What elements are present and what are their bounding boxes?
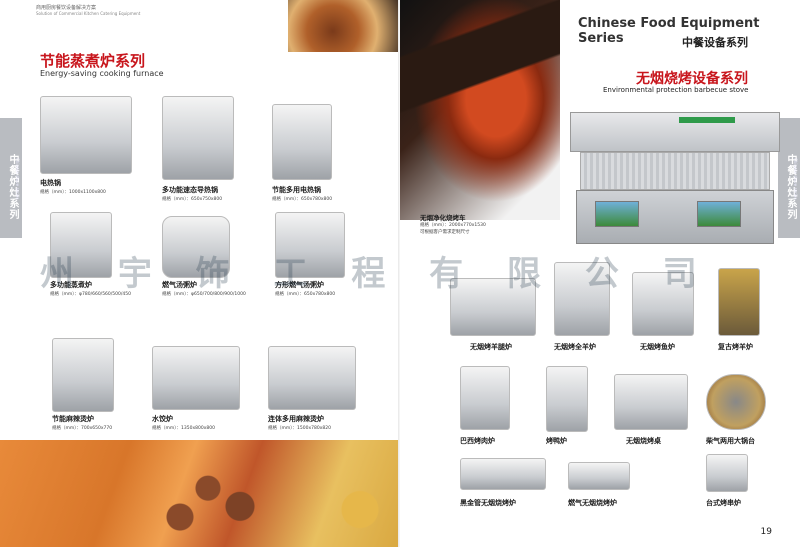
product-image [632, 272, 694, 336]
product-image [272, 104, 332, 180]
product-spec: 规格（mm）：φ780/660/560/500/450 [50, 292, 131, 297]
product-image [450, 278, 536, 336]
barbecue-cart-image [570, 112, 780, 248]
product-name: 连体多用麻辣烫炉 [268, 415, 324, 423]
stove-base [576, 190, 774, 244]
product-spec: 规格（mm）：650x750x800 [162, 197, 223, 202]
product-spec: 规格（mm）：1000x1100x800 [40, 190, 106, 195]
stove-hood [570, 112, 780, 152]
product-spec: 规格（mm）：1500x780x820 [268, 426, 331, 431]
product-image [554, 262, 610, 336]
product-name: 燃气汤粥炉 [162, 281, 197, 289]
product-image [718, 268, 760, 336]
product-image [152, 346, 240, 410]
main-product-note: 可根据客户需求定制尺寸 [420, 230, 470, 235]
product-name: 台式烤串炉 [706, 499, 741, 507]
side-tab-label: 中餐炉灶系列 [7, 154, 18, 220]
side-tab-sublabel: Chinese stove series [15, 158, 20, 200]
product-image [162, 96, 234, 180]
product-name: 无烟烧烤桌 [626, 437, 661, 445]
stove-door-panel [595, 201, 639, 227]
product-spec: 规格（mm）：650x780x800 [275, 292, 336, 297]
series-title-cn: 中餐设备系列 [682, 36, 748, 49]
product-name: 黑金管无烟烧烤炉 [460, 499, 516, 507]
series-title-en: Chinese Food Equipment Series [578, 16, 760, 46]
side-tab-left: 中餐炉灶系列 Chinese stove series [0, 118, 22, 238]
section-title-en: Energy-saving cooking furnace [40, 69, 164, 78]
product-name: 柴气两用大锅台 [706, 437, 755, 445]
skewer-photo [400, 0, 560, 220]
product-image [268, 346, 356, 410]
section-title-en: Environmental protection barbecue stove [603, 86, 749, 94]
product-name: 多功能速态导热锅 [162, 186, 218, 194]
product-image [52, 338, 114, 412]
product-spec: 规格（mm）：650x780x800 [272, 197, 333, 202]
header-cn: 商用厨房餐饮设备解决方案 [36, 5, 97, 11]
main-product-spec: 规格（mm）：2000x770x1530 [420, 223, 486, 228]
product-name: 无烟烤羊腿炉 [470, 343, 512, 351]
product-name: 无烟烤全羊炉 [554, 343, 596, 351]
stove-grill [580, 152, 770, 190]
product-name: 复古烤羊炉 [718, 343, 753, 351]
main-product-name: 无烟净化烧烤车 [420, 214, 466, 222]
product-image [706, 374, 766, 430]
side-tab-right: 中餐炉灶系列 Chinese stove series [778, 118, 800, 238]
product-image [40, 96, 132, 174]
section-title-cn: 节能蒸煮炉系列 [40, 52, 146, 70]
side-tab-label: 中餐炉灶系列 [785, 154, 796, 220]
left-page: 中餐炉灶系列 Chinese stove series 商用厨房餐饮设备解决方案… [0, 0, 400, 547]
product-name: 节能麻辣烫炉 [52, 415, 94, 423]
product-name: 方形燃气汤粥炉 [275, 281, 324, 289]
product-name: 烤鸭炉 [546, 437, 567, 445]
product-spec: 规格（mm）：1350x800x800 [152, 426, 215, 431]
product-name: 无烟烤鱼炉 [640, 343, 675, 351]
product-name: 多功能蒸煮炉 [50, 281, 92, 289]
stove-door-panel [697, 201, 741, 227]
side-tab-sublabel: Chinese stove series [793, 158, 798, 200]
product-image [546, 366, 588, 432]
food-photo [0, 440, 400, 547]
right-page: Chinese Food Equipment Series 中餐设备系列 无烟烧… [400, 0, 800, 547]
product-image [50, 212, 112, 278]
product-image [706, 454, 748, 492]
section-title-cn: 无烟烧烤设备系列 [636, 71, 748, 87]
stove-label-strip [679, 117, 735, 123]
noodle-photo [288, 0, 400, 52]
product-spec: 规格（mm）：700x650x770 [52, 426, 113, 431]
product-name: 电热锅 [40, 179, 61, 187]
product-name: 燃气无烟烧烤炉 [568, 499, 617, 507]
product-name: 水饺炉 [152, 415, 173, 423]
product-image [614, 374, 688, 430]
product-image [460, 458, 546, 490]
product-image [162, 216, 230, 278]
product-image [460, 366, 510, 430]
watermark: 州 宇 饰 工 程 有 限 公 司 [40, 254, 713, 294]
page-number: 19 [760, 527, 772, 537]
product-image [275, 212, 345, 278]
header-en: Solution of Commercial Kitchen Catering … [36, 11, 141, 16]
product-spec: 规格（mm）：φ650/700/800/900/1000 [162, 292, 246, 297]
product-image [568, 462, 630, 490]
product-name: 巴西烤肉炉 [460, 437, 495, 445]
product-name: 节能多用电热锅 [272, 186, 321, 194]
